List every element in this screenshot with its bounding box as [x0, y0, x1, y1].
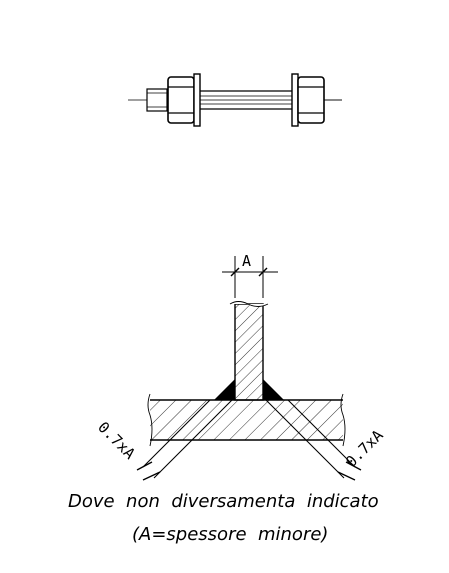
note-line-1: Dove non diversamenta indicato [68, 491, 379, 512]
base-plate [150, 400, 343, 440]
fillet-weld-left [214, 379, 235, 400]
nut-left [167, 76, 195, 124]
weld-size-label-left: 0.7xA [94, 418, 139, 463]
bolt-assembly [128, 73, 342, 127]
bolt-thread-end [146, 88, 168, 112]
throat-line-left-inner [153, 396, 236, 479]
throat-line-right-outer [287, 399, 356, 468]
throat-line-right-inner [262, 396, 345, 479]
weld-size-label-right: 0.7xA [342, 426, 387, 471]
washer-left [193, 73, 201, 127]
weld-detail: A 0.7xA 0.7xA Dove non diversamenta indi… [68, 252, 387, 545]
vertical-plate [234, 303, 264, 401]
bolt-head-right [297, 76, 325, 124]
washer-right [291, 73, 299, 127]
throat-line-left-outer [142, 399, 211, 468]
fillet-weld-right [263, 379, 284, 400]
dimension-A [222, 256, 278, 298]
dimension-label-A: A [242, 252, 251, 270]
note-line-2: (A=spessore minore) [132, 524, 328, 545]
